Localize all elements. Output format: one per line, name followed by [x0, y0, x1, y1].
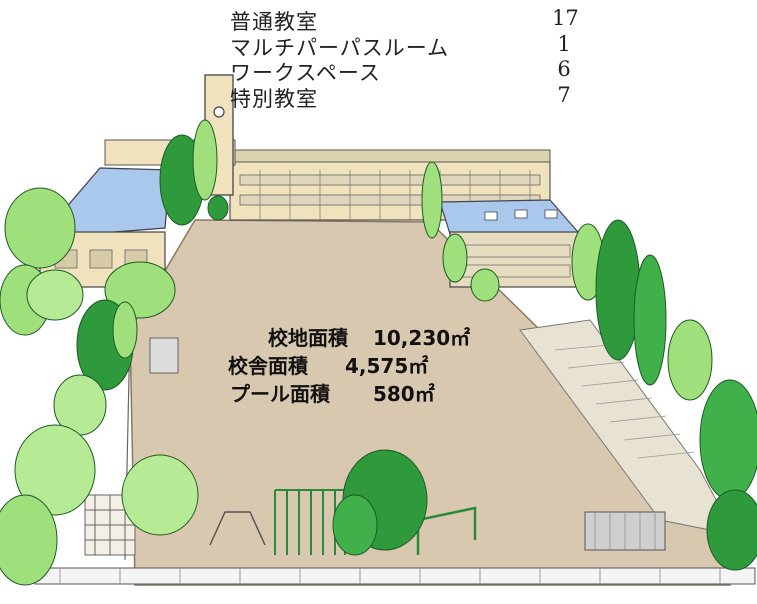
stairs	[554, 344, 695, 459]
site-area: 校地面積 10,230㎡	[268, 322, 470, 351]
horizontal-bar	[416, 506, 477, 555]
equipment-shed	[149, 337, 179, 374]
building-area: 校舎面積 4,575㎡	[228, 350, 428, 379]
building-area-value: 4,575㎡	[344, 354, 429, 378]
clock-icon	[213, 106, 225, 118]
room-count: 7	[557, 82, 571, 107]
room-name: ワークスペース	[230, 61, 381, 85]
building-area-label: 校舎面積	[228, 354, 308, 378]
site-area-label: 校地面積	[268, 326, 348, 350]
room-name: 特別教室	[230, 86, 318, 111]
room-name: マルチパーパスルーム	[230, 35, 450, 60]
room-count: 6	[557, 57, 571, 81]
front-fence	[34, 567, 756, 585]
pool-area-label: プール面積	[230, 382, 330, 406]
room-count: 1	[557, 31, 571, 56]
swing-frame	[209, 511, 266, 546]
right-building	[449, 231, 579, 288]
site-area-value: 10,230㎡	[372, 326, 471, 350]
trees	[0, 119, 757, 586]
pool-area: プール面積 580㎡	[230, 378, 435, 407]
pool-area-value: 580㎡	[372, 382, 435, 406]
room-count: 17	[552, 6, 579, 30]
room-name: 普通教室	[230, 10, 318, 34]
